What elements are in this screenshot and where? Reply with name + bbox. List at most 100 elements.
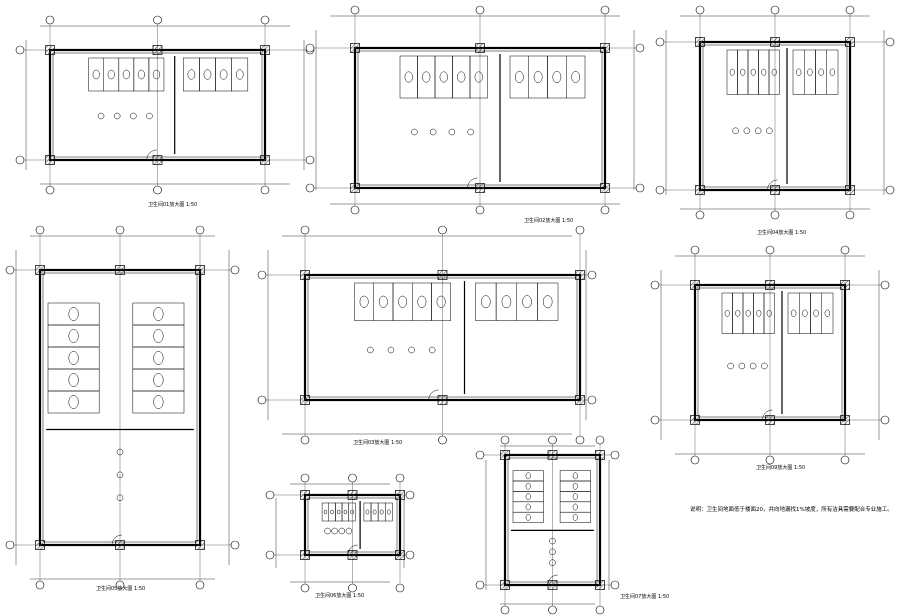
toilet-bowl-icon xyxy=(761,68,767,76)
wash-basin-icon xyxy=(116,471,124,479)
toilet-stall xyxy=(148,57,165,92)
structural-column xyxy=(765,280,775,290)
toilet-stall xyxy=(559,470,591,482)
toilet-bowl-icon xyxy=(439,71,448,83)
structural-column xyxy=(690,280,700,290)
toilet-stall xyxy=(132,324,185,348)
floor-plan-p3: 卫生间04放大图 1:50 xyxy=(655,5,895,236)
toilet-bowl-icon xyxy=(219,69,228,80)
toilet-stall xyxy=(787,292,800,334)
structural-column xyxy=(500,450,510,460)
structural-column xyxy=(600,43,610,53)
axis-bubble xyxy=(265,550,275,560)
toilet-bowl-icon xyxy=(235,69,244,80)
axis-bubble xyxy=(600,5,610,15)
axis-bubble xyxy=(257,395,267,405)
toilet-stall xyxy=(469,55,488,99)
axis-bubble xyxy=(348,473,357,483)
axis-bubble xyxy=(257,270,267,280)
toilet-bowl-icon xyxy=(729,68,735,76)
door-swing-icon xyxy=(762,409,773,421)
axis-bubble xyxy=(405,490,415,500)
axis-bubble xyxy=(650,415,660,425)
structural-column xyxy=(840,415,850,425)
toilet-bowl-icon xyxy=(359,295,369,308)
axis-bubble xyxy=(45,15,55,25)
toilet-stall xyxy=(758,49,770,95)
toilet-bowl-icon xyxy=(756,309,762,317)
wash-basin-icon xyxy=(549,559,556,566)
toilet-bowl-icon xyxy=(398,295,408,308)
toilet-stall xyxy=(392,282,413,321)
toilet-stall xyxy=(452,55,471,99)
toilet-bowl-icon xyxy=(153,373,164,387)
structural-column xyxy=(547,580,558,590)
axis-bubble xyxy=(265,490,275,500)
toilet-stall xyxy=(132,302,185,326)
floor-plan-p6: 卫生间09放大图 1:50 xyxy=(650,245,890,471)
plan-title: 卫生间03放大图 1:50 xyxy=(353,439,402,446)
structural-column xyxy=(437,395,448,405)
structural-column xyxy=(395,550,405,560)
axis-bubble xyxy=(885,37,895,47)
wash-basin-icon xyxy=(116,494,124,502)
toilet-bowl-icon xyxy=(724,309,730,317)
axis-bubble xyxy=(880,280,890,290)
toilet-stall xyxy=(742,292,754,334)
toilet-bowl-icon xyxy=(525,503,531,511)
toilet-stall xyxy=(721,292,733,334)
wash-basin-icon xyxy=(116,448,124,456)
toilet-stall xyxy=(753,292,765,334)
toilet-stall xyxy=(799,292,811,334)
axis-bubble xyxy=(655,185,665,195)
axis-bubble xyxy=(5,265,15,275)
toilet-bowl-icon xyxy=(68,351,79,365)
axis-bubble xyxy=(880,415,890,425)
toilet-stall xyxy=(88,57,104,92)
axis-bubble xyxy=(260,185,270,195)
toilet-stall xyxy=(417,55,436,99)
wash-basin-icon xyxy=(387,346,395,354)
structural-column xyxy=(765,415,775,425)
toilet-stall xyxy=(768,49,780,95)
wash-basin-icon xyxy=(113,112,121,120)
toilet-bowl-icon xyxy=(813,309,819,317)
floor-plan-p7: 卫生间06放大图 1:50 xyxy=(265,473,415,599)
structural-column xyxy=(35,540,45,550)
toilet-bowl-icon xyxy=(552,71,562,83)
axis-bubble xyxy=(840,455,850,465)
toilet-bowl-icon xyxy=(829,68,836,76)
toilet-stall xyxy=(547,55,567,99)
toilet-stall xyxy=(559,491,591,503)
axis-bubble xyxy=(575,435,585,445)
axis-bubble xyxy=(35,225,45,235)
wash-basin-icon xyxy=(428,346,436,354)
wash-basin-icon xyxy=(146,112,153,120)
axis-bubble xyxy=(350,205,360,215)
axis-bubble xyxy=(15,45,25,55)
wash-basin-icon xyxy=(743,127,751,135)
structural-column xyxy=(152,155,163,165)
toilet-bowl-icon xyxy=(365,509,370,515)
toilet-bowl-icon xyxy=(525,472,531,480)
axis-bubble xyxy=(610,580,620,590)
structural-column xyxy=(475,183,485,193)
structural-column xyxy=(260,155,270,165)
structural-column xyxy=(260,45,270,55)
toilet-bowl-icon xyxy=(572,493,578,500)
wash-basin-icon xyxy=(324,527,331,535)
axis-bubble xyxy=(587,395,597,405)
toilet-bowl-icon xyxy=(92,69,100,80)
axis-bubble xyxy=(153,15,162,25)
toilet-bowl-icon xyxy=(795,68,802,76)
floor-plan-p5: 卫生间03放大图 1:50 xyxy=(257,225,597,446)
door-swing-icon xyxy=(111,534,123,546)
axis-bubble xyxy=(845,210,855,220)
structural-column xyxy=(575,270,585,280)
structural-column xyxy=(115,265,125,275)
toilet-bowl-icon xyxy=(343,509,348,515)
structural-column xyxy=(300,490,310,500)
wash-basin-icon xyxy=(367,346,374,354)
toilet-stall xyxy=(132,368,185,392)
axis-bubble xyxy=(770,210,780,220)
